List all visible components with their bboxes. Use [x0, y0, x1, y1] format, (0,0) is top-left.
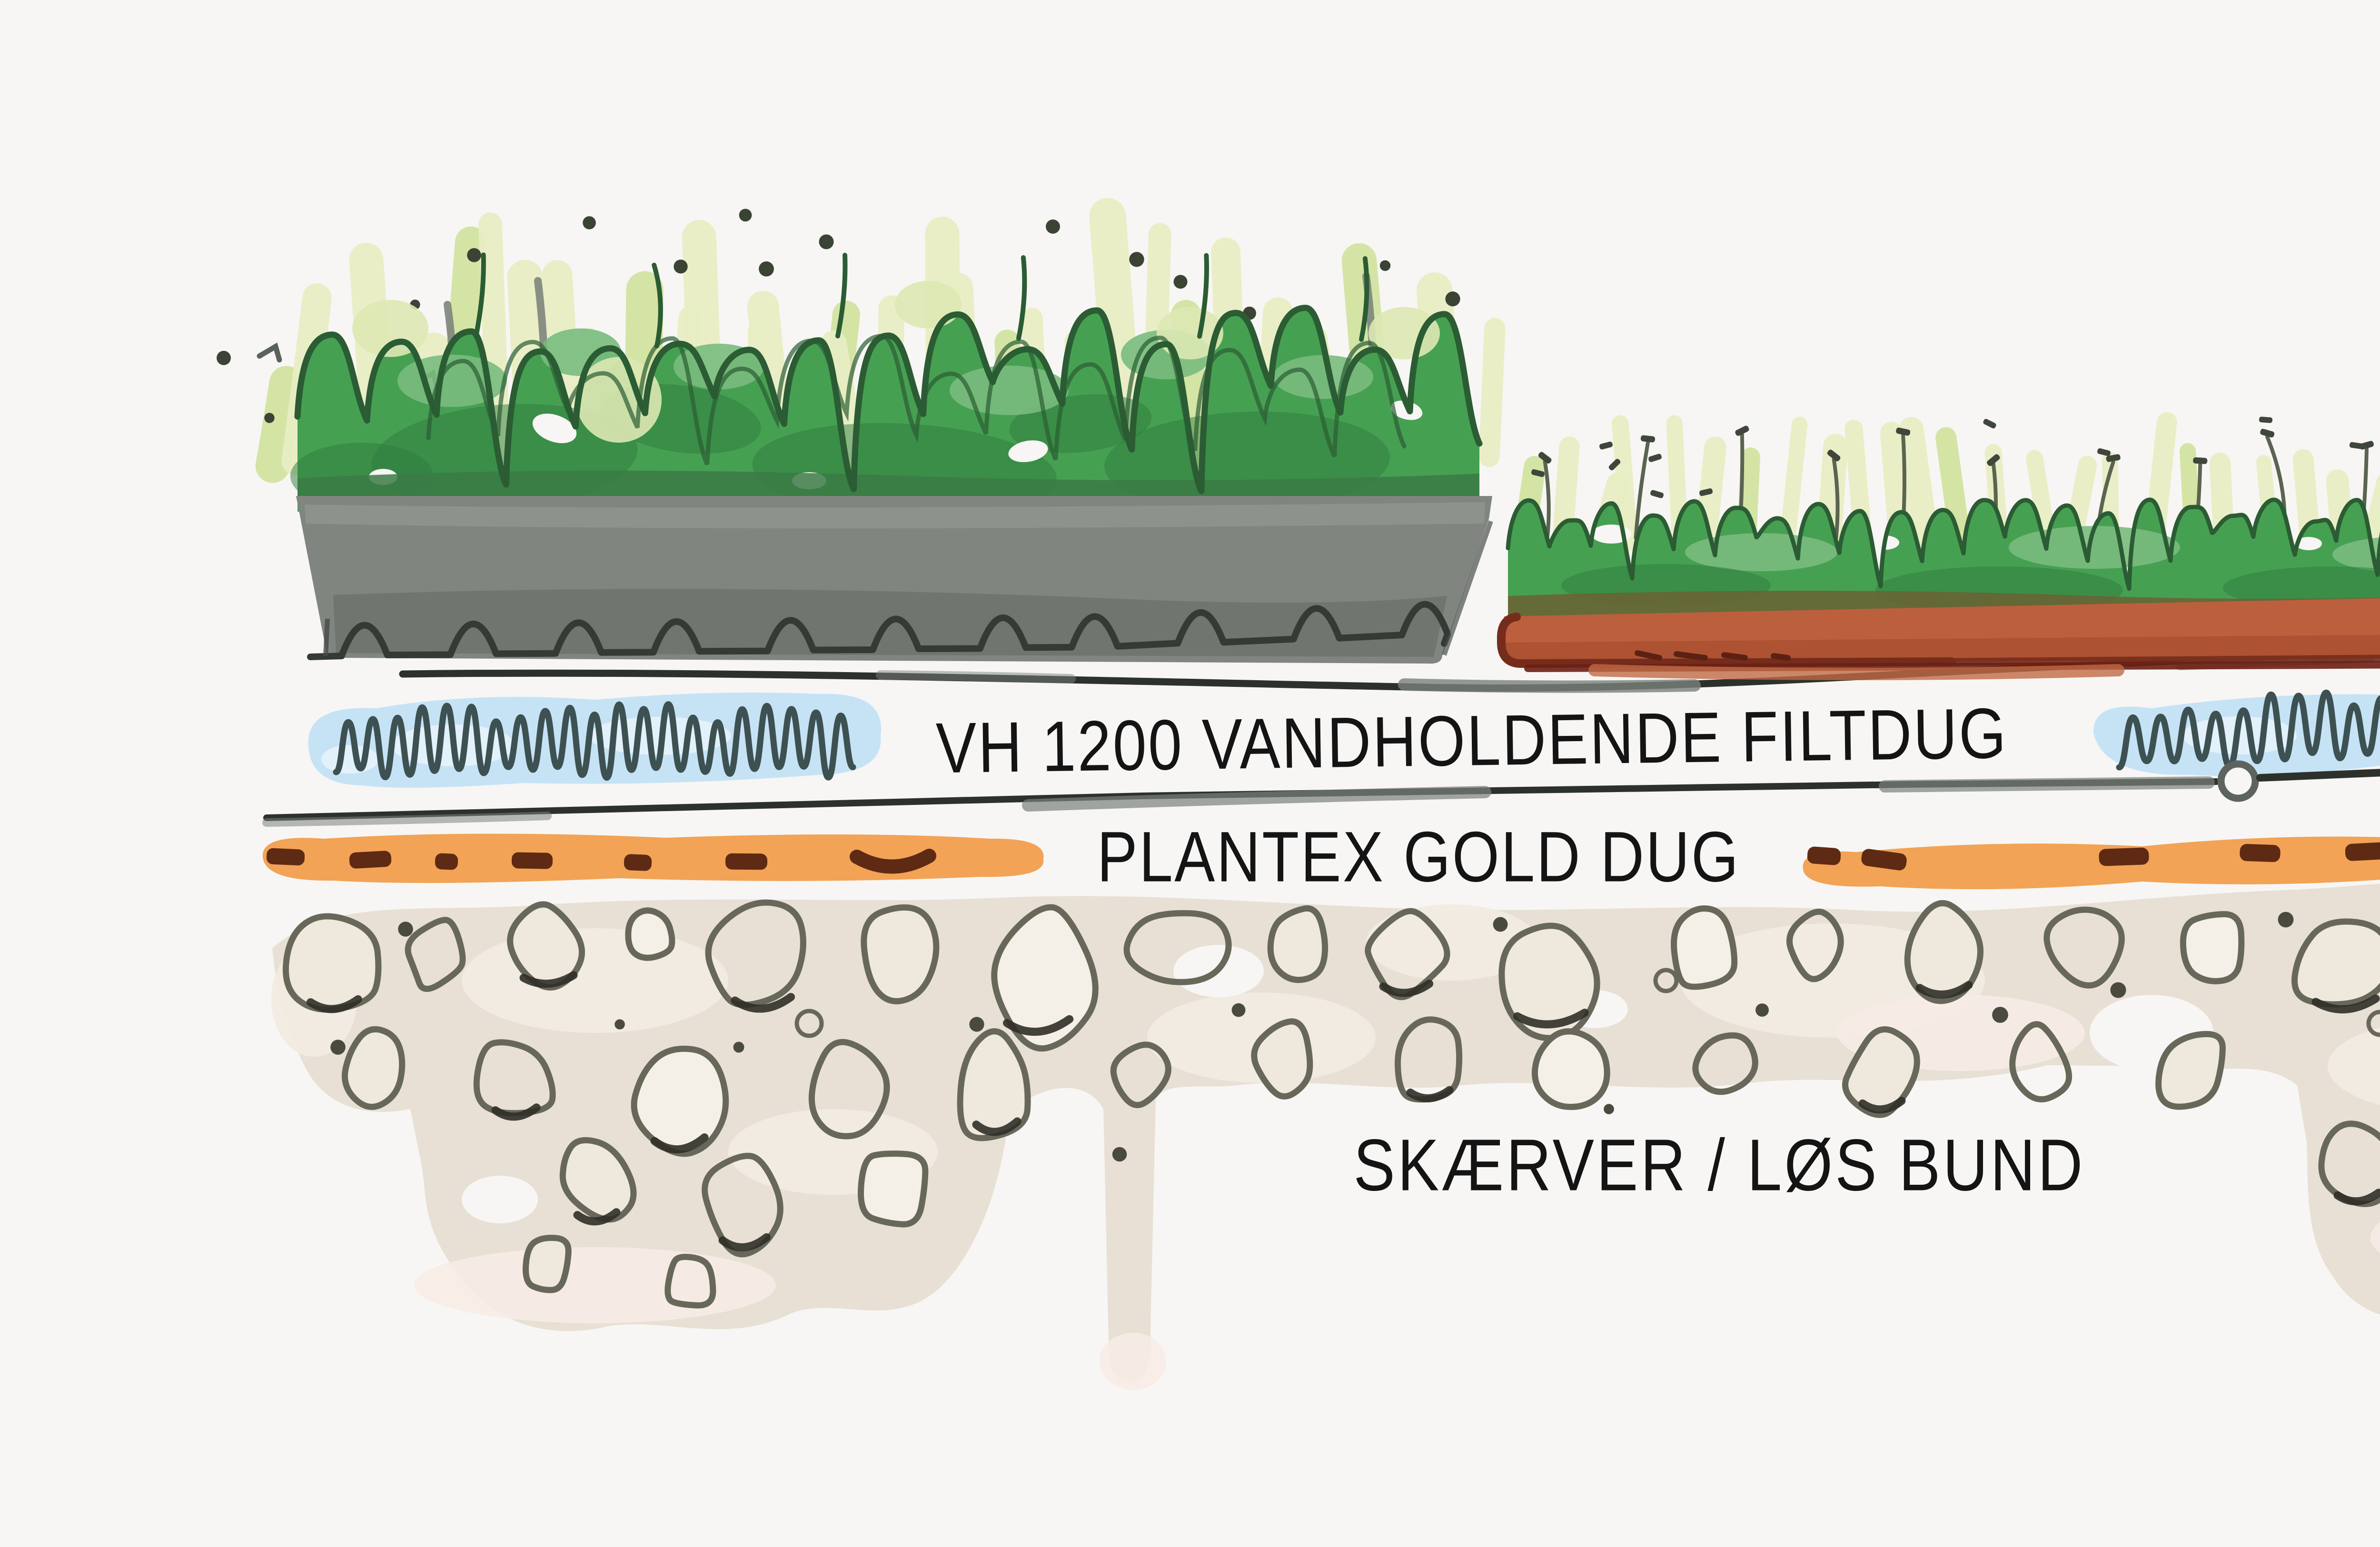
- gravel-layer-drawing: [271, 883, 2380, 1390]
- planter-left-drawing: [217, 198, 1506, 664]
- label-filtdug-layer: VH 1200 VANDHOLDENDE FILTDUG: [935, 693, 2008, 788]
- filtdug-membrane-drawing: [308, 689, 2380, 788]
- label-plantex-layer: PLANTEX GOLD DUG: [1097, 816, 1740, 897]
- planter-right-drawing: [1497, 412, 2380, 680]
- plantex-membrane-drawing: [262, 833, 2380, 890]
- label-base-layer: SKÆRVER / LØS BUND: [1353, 1124, 2085, 1206]
